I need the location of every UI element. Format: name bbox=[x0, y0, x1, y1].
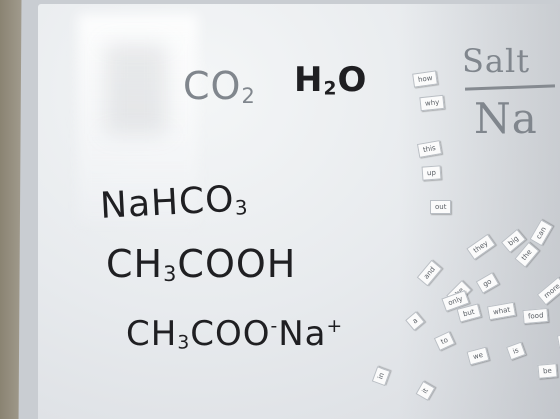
word-magnet[interactable]: food bbox=[522, 307, 550, 325]
word-magnet[interactable]: be bbox=[537, 363, 558, 379]
note-sodium: Na bbox=[474, 94, 538, 143]
window-reflection bbox=[78, 14, 198, 224]
formula-acetic-acid: CH3COOH bbox=[106, 242, 297, 287]
whiteboard: CO2 H2O NaHCO3 CH3COOH CH3COO-Na+ Salt N… bbox=[38, 4, 560, 419]
word-magnet[interactable]: why bbox=[419, 94, 445, 112]
formula-co2: CO2 bbox=[183, 64, 256, 109]
note-salt: Salt bbox=[462, 42, 531, 80]
formula-h2o: H2O bbox=[294, 60, 368, 100]
formula-sodium-acetate: CH3COO-Na+ bbox=[126, 314, 344, 354]
reflection-shadow bbox=[106, 44, 166, 134]
word-magnet[interactable]: up bbox=[421, 165, 442, 181]
wall-left bbox=[0, 0, 22, 419]
word-magnet[interactable]: out bbox=[430, 200, 452, 214]
formula-sodium-bicarbonate: NaHCO3 bbox=[99, 178, 250, 227]
word-magnet[interactable]: in bbox=[371, 365, 391, 387]
